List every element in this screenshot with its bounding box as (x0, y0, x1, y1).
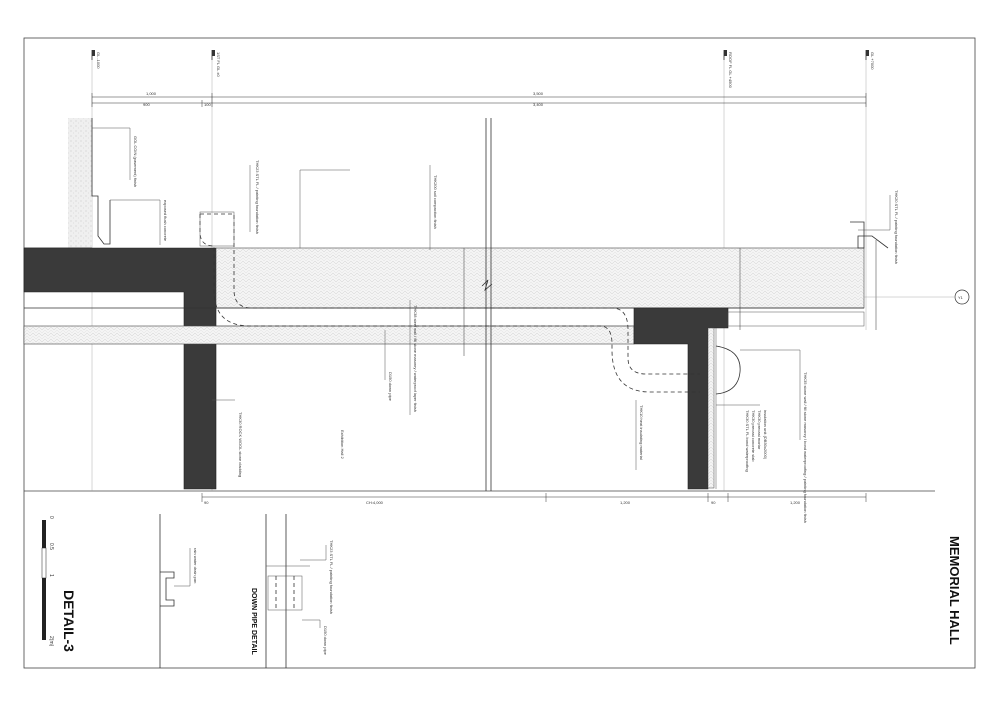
level-label-1st-fl: 1ST FL GL ±0 (216, 52, 221, 78)
note-5: THK38 steel wall / fill stone masonry / … (413, 305, 418, 412)
down-pipe-detail: THK23 STL FL / painting foundation finis… (265, 514, 334, 668)
note-1: exposed flush concrete (163, 200, 168, 242)
down-pipe-route (200, 213, 700, 375)
note-0: GOL COIN (pavement) finish (133, 136, 138, 187)
note-9: THK10 heat insulating material (639, 405, 644, 460)
down-pipe-note: THK23 STL FL / painting foundation finis… (329, 540, 334, 614)
level-label-gl-1000: GL -1000 (96, 52, 101, 69)
rain-pan-detail: rain water drain pan (159, 514, 198, 668)
lower-slab-band (23, 325, 635, 345)
level-marker-roof-fl: ROOF FL GL +4500 (723, 50, 733, 89)
dim-top-sub-1: 900 (143, 102, 150, 107)
level-label-roof-fl: ROOF FL GL +4500 (728, 52, 733, 89)
annotation-notes: GOL COIN (pavement) finish exposed flush… (133, 136, 899, 523)
note-13: THK30 STL FL bond waterproofing (745, 410, 750, 472)
dim-top-sub-2: 100 (204, 102, 211, 107)
roof-drain-curve (715, 345, 741, 395)
note-11: THK30 precast mortar (757, 410, 762, 450)
detail-title: DETAIL-3 (61, 590, 77, 652)
dim-bottom-3: 1,200 (620, 500, 631, 505)
wall-insulation (707, 327, 715, 489)
dim-bottom-5: 1,200 (790, 500, 801, 505)
scale-bar: 0 0.5 1 2(m) (41, 516, 54, 647)
note-6: D150 down pipe (388, 372, 393, 402)
level-marker-1st-fl: 1ST FL GL ±0 (211, 50, 221, 78)
note-8: Exhibition Hall 2 (340, 430, 345, 459)
scale-tick-1: 0.5 (48, 543, 54, 550)
grid-marker-label: Y1 (958, 295, 964, 300)
note-15: rain water drain pan (193, 548, 198, 583)
drain-box (199, 211, 235, 247)
note-4: THK20 STL FL / painting foundation finis… (894, 190, 899, 264)
earth-fill (68, 118, 92, 248)
bottom-dimension-chain: 90 CH:4,000 1,200 90 1,200 (201, 493, 867, 505)
parapet (91, 118, 111, 245)
dim-top-total-left: 1,000 (146, 91, 157, 96)
scale-tick-2: 1 (48, 574, 54, 577)
level-marker-gl-7000: GL +7000 (865, 50, 875, 70)
parapet-bracket (850, 221, 889, 249)
note-10: insulation unit (DB50x2000) (763, 410, 768, 460)
note-16: D150 down pipe (323, 626, 328, 656)
dim-bottom-4: 90 (711, 500, 716, 505)
roof-edge-flashing (727, 311, 865, 327)
roof-buildup-slab (215, 247, 865, 309)
dim-top-sub-3: 3,400 (533, 102, 544, 107)
level-label-gl-7000: GL +7000 (870, 52, 875, 70)
dim-bottom-1: 90 (204, 500, 209, 505)
scale-tick-3: 2(m) (48, 636, 54, 647)
concrete-slab-left (23, 247, 217, 490)
level-marker-gl-1000: GL -1000 (91, 50, 101, 69)
scale-tick-0: 0 (48, 516, 54, 519)
slab-dimension-ticks (463, 240, 877, 356)
note-2: THK23 STL FL / painting foundation finis… (255, 160, 260, 234)
drawing-title: MEMORIAL HALL (947, 536, 962, 645)
break-symbol (481, 279, 493, 292)
sheet-border (23, 37, 976, 669)
note-12: THK30 precast concrete slab (751, 410, 756, 462)
grid-marker-y1: Y1 (864, 289, 970, 305)
note-3: THK200 soil compaction finish (433, 175, 438, 229)
note-14: THK35 stone wall / fill stone masonry / … (803, 372, 808, 523)
down-pipe-detail-title: DOWN PIPE DETAIL (250, 588, 257, 655)
dim-bottom-2: CH:4,000 (366, 500, 384, 505)
note-7: THK30 ROCK WOOL stone cladding (238, 412, 243, 477)
dim-top-total-right: 3,500 (533, 91, 544, 96)
annotation-leaders (92, 127, 891, 470)
top-dimension-chain: 1,000 3,500 900 100 3,400 (91, 91, 867, 107)
